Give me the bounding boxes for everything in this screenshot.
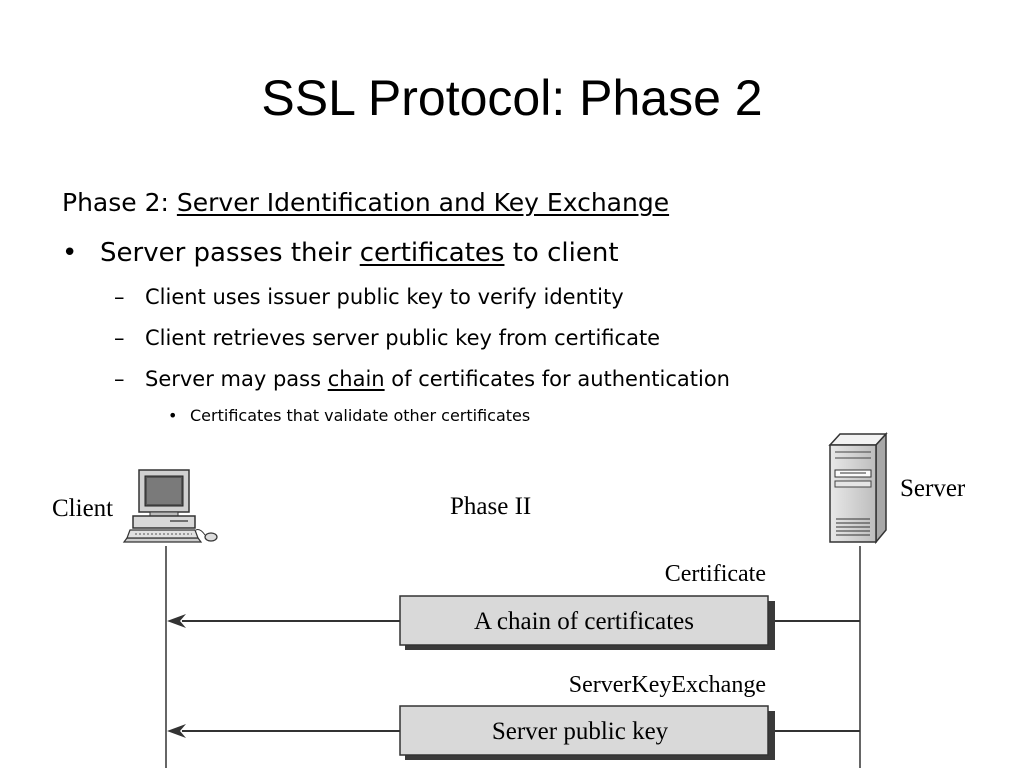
message-box bbox=[399, 595, 769, 646]
client-label: Client bbox=[52, 495, 113, 522]
desktop-computer-icon bbox=[122, 469, 218, 543]
message-content: A chain of certificates bbox=[474, 608, 694, 635]
sub-item-chain-after: of certificates for authentication bbox=[384, 367, 730, 391]
arrowhead-left-icon bbox=[167, 614, 186, 628]
server-label: Server bbox=[900, 475, 966, 502]
dash-mark: – bbox=[114, 326, 125, 350]
sub-item-chain: –Server may pass chain of certificates f… bbox=[114, 367, 730, 391]
sub-item-chain-before: Server may pass bbox=[145, 367, 328, 391]
slide-title: SSL Protocol: Phase 2 bbox=[261, 70, 763, 126]
sub-item-verify: –Client uses issuer public key to verify… bbox=[114, 285, 624, 309]
message-name: Certificate bbox=[665, 561, 766, 587]
bullet-mark: • bbox=[62, 238, 78, 268]
sub-item-text: Client uses issuer public key to verify … bbox=[145, 285, 624, 309]
sub-item-chain-emphasis: chain bbox=[327, 367, 385, 391]
phase-name: Server Identification and Key Exchange bbox=[176, 188, 670, 217]
bullet-text-after: to client bbox=[504, 238, 619, 268]
bullet-emphasis: certificates bbox=[359, 238, 505, 268]
dash-mark: – bbox=[114, 367, 125, 391]
arrowhead-left-icon bbox=[167, 724, 186, 738]
bullet-text-before: Server passes their bbox=[100, 238, 360, 268]
message-box bbox=[399, 705, 769, 756]
subsub-item-validate: • Certificates that validate other certif… bbox=[168, 406, 530, 425]
message-name: ServerKeyExchange bbox=[569, 672, 766, 698]
bullet-mark-small: • bbox=[168, 406, 178, 425]
message-content: Server public key bbox=[492, 718, 669, 745]
phase-label: Phase II bbox=[450, 493, 531, 520]
dash-mark: – bbox=[114, 285, 125, 309]
bullet-server-passes: • Server passes their certificates to cli… bbox=[62, 238, 619, 268]
server-tower-icon bbox=[828, 432, 888, 545]
sub-item-text: Client retrieves server public key from … bbox=[145, 326, 661, 350]
sub-item-retrieve: –Client retrieves server public key from… bbox=[114, 326, 660, 350]
phase-heading: Phase 2: Server Identification and Key E… bbox=[62, 188, 669, 217]
phase-prefix: Phase 2: bbox=[62, 188, 177, 217]
subsub-item-text: Certificates that validate other certifi… bbox=[190, 406, 531, 425]
